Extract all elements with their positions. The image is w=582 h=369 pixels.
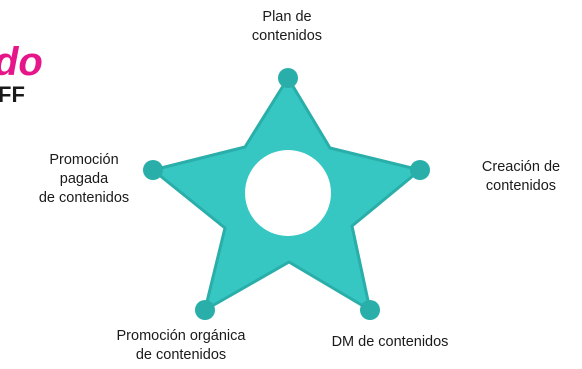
node-label-pagada: Promoción pagada de contenidos [38, 152, 130, 206]
center-circle [245, 150, 331, 236]
node-label-plan: Plan de contenidos [251, 9, 323, 44]
brand-subtitle-fragment: FF [0, 82, 25, 107]
node-dot-plan [278, 68, 298, 88]
node-label-creacion: Creación de contenidos [481, 159, 561, 194]
node-label-dm: DM de contenidos [331, 334, 449, 350]
node-label-organica: Promoción orgánica de contenidos [116, 328, 246, 363]
node-dot-creacion [410, 160, 430, 180]
node-dot-dm [360, 300, 380, 320]
node-dot-pagada [143, 160, 163, 180]
brand-logo-fragment: do [0, 40, 43, 84]
node-dot-organica [195, 300, 215, 320]
